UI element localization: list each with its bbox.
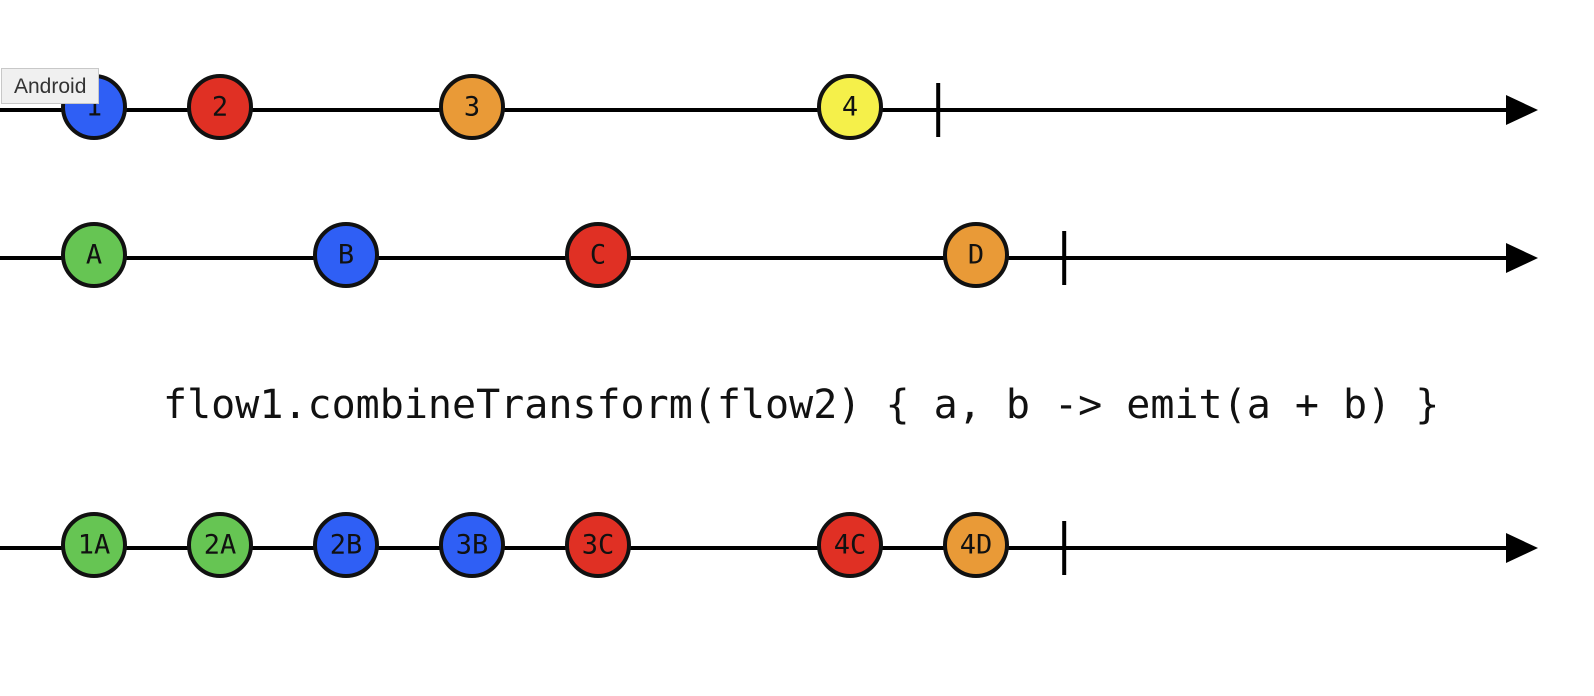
marble-circle [565,512,631,578]
marble-label: 3 [464,92,480,123]
arrow-head-icon [1506,95,1538,125]
marble: 2 [187,74,253,140]
marble: 2A [187,512,253,578]
marble-label: B [338,240,354,271]
marble: 2B [313,512,379,578]
operator-label: flow1.combineTransform(flow2) { a, b -> … [163,382,1439,428]
marble-circle [187,74,253,140]
marble-label: 1A [78,530,111,561]
marble-circle [943,512,1009,578]
marble: A [61,222,127,288]
marble: D [943,222,1009,288]
marble: 4C [817,512,883,578]
marble-label: 4C [834,530,867,561]
marble: B [313,222,379,288]
marble-label: A [86,240,102,271]
marble-label: 3B [456,530,489,561]
marble: 4 [817,74,883,140]
marble-label: 4 [842,92,858,123]
marble-label: 2A [204,530,237,561]
marble: 4D [943,512,1009,578]
marble: 1A [61,512,127,578]
marble: C [565,222,631,288]
tooltip: Android [1,68,100,104]
arrow-head-icon [1506,533,1538,563]
marble-circle [439,74,505,140]
marble-circle [187,512,253,578]
marble: 3B [439,512,505,578]
marble-label: C [590,240,606,271]
marble-label: D [968,240,984,271]
marble-label: 2 [212,92,228,123]
marble-circle [61,222,127,288]
flow2-timeline: A B C D [0,222,1538,288]
marble: 3C [565,512,631,578]
marble-circle [313,222,379,288]
marble-circle [817,74,883,140]
marble: 3 [439,74,505,140]
marble-circle [61,512,127,578]
result-timeline: 1A 2A 2B 3B 3C 4C 4D [0,512,1538,578]
marble-circle [817,512,883,578]
marble-circle [943,222,1009,288]
arrow-head-icon [1506,243,1538,273]
marble-label: 3C [582,530,615,561]
marble-circle [439,512,505,578]
marble-circle [565,222,631,288]
marble-label: 2B [330,530,363,561]
marble-label: 4D [960,530,993,561]
marble-circle [313,512,379,578]
